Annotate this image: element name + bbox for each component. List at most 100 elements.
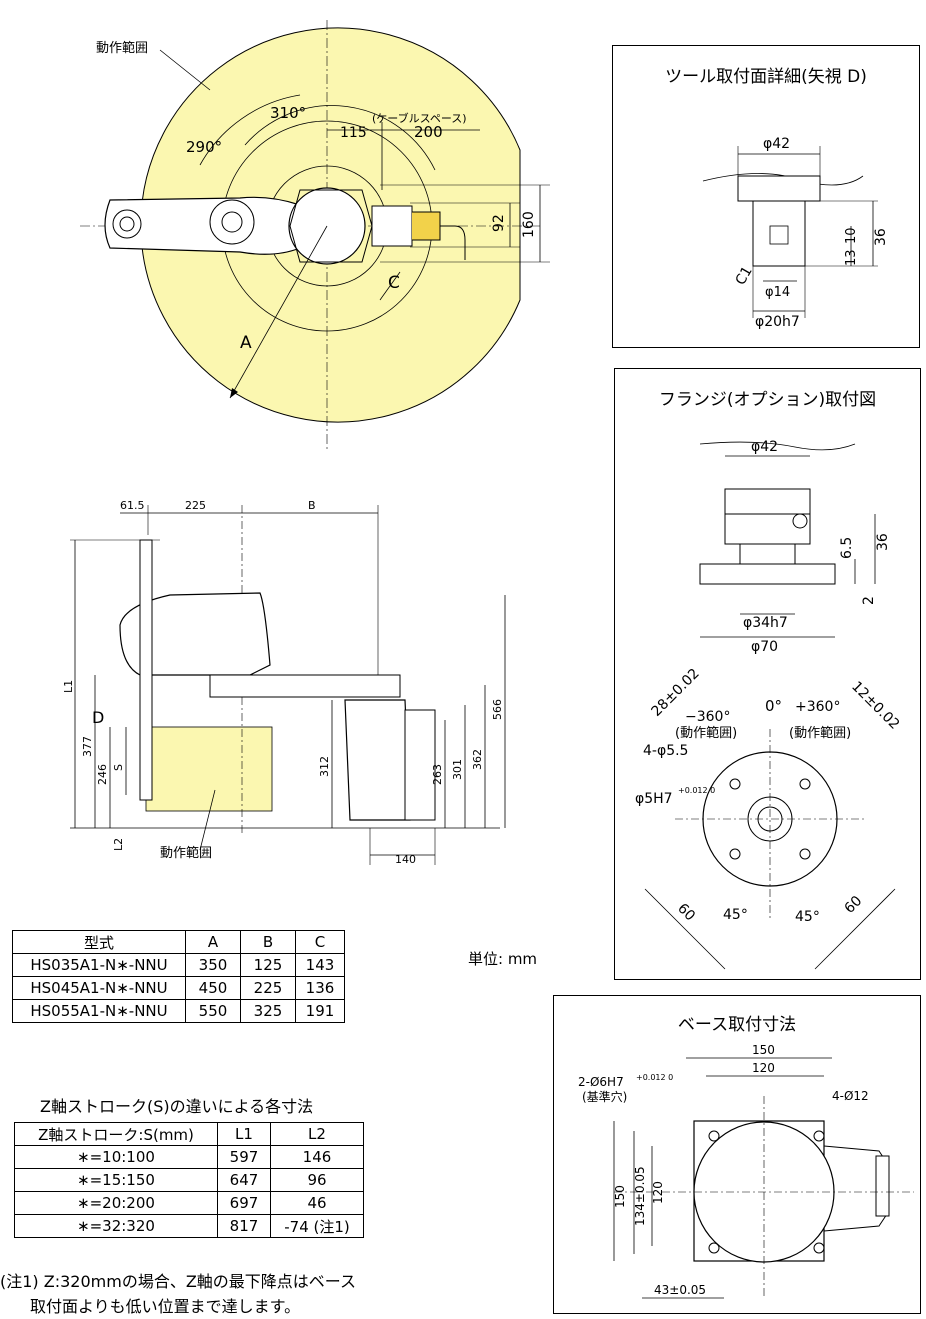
dim-377: 377 (81, 736, 94, 757)
base-detail-title: ベース取付寸法 (677, 1015, 797, 1035)
flange-phi42: φ42 (751, 439, 778, 455)
table-row: ∗=15:150 647 96 (14, 1168, 364, 1192)
stroke-cell: -74 (注1) (270, 1214, 364, 1238)
stroke-cell: 96 (270, 1168, 364, 1192)
tool-dim-36: 36 (873, 228, 889, 246)
model-cell: 136 (295, 976, 345, 1000)
tool-phi20h7: φ20h7 (755, 314, 800, 330)
base-dim-43: 43±0.05 (654, 1283, 706, 1297)
robot-base-side (344, 699, 411, 821)
model-cell: HS055A1-N∗-NNU (12, 999, 186, 1023)
cable-space-label: (ケーブルスペース) (372, 111, 467, 125)
stroke-header-cell: Z軸ストローク:S(mm) (14, 1122, 218, 1146)
flange-45-left: 45° (723, 907, 748, 923)
flange-minus360: −360° (685, 709, 730, 725)
stroke-header-cell: L1 (217, 1122, 271, 1146)
stroke-cell: ∗=20:200 (14, 1191, 218, 1215)
dim-263: 263 (431, 764, 444, 785)
note-line-1: (注1) Z:320mmの場合、Z軸の最下降点はベース (0, 1272, 356, 1291)
base-detail-drawing: 150 120 2-Ø6H7 +0.012 0 (基準穴) 4-Ø12 150 … (578, 1043, 914, 1299)
flange-dim-60-left: 60 (674, 901, 698, 925)
dim-160-label: 160 (521, 211, 537, 238)
flange-detail-panel: フランジ(オプション)取付図 φ42 6.5 36 2 φ34h7 φ70 28… (614, 368, 921, 980)
dim-301: 301 (451, 759, 464, 780)
model-header-cell: 型式 (12, 930, 186, 954)
dim-362: 362 (471, 749, 484, 770)
table-row: ∗=10:100 597 146 (14, 1145, 364, 1169)
dim-312: 312 (318, 756, 331, 777)
base-dim-120-left: 120 (651, 1181, 665, 1204)
model-cell: 191 (295, 999, 345, 1023)
base-ref-label: (基準穴) (582, 1089, 627, 1104)
base-dim-134: 134±0.05 (633, 1166, 647, 1226)
stroke-cell: ∗=15:150 (14, 1168, 218, 1192)
flange-phi5h7-tol: +0.012 0 (678, 786, 715, 795)
flange-dim-6-5: 6.5 (839, 537, 855, 559)
top-view-drawing: 動作範囲 310° 290° (ケーブルスペース) 115 200 92 160… (80, 20, 550, 450)
stroke-cell: 817 (217, 1214, 271, 1238)
flange-tol-12: 12±0.02 (848, 679, 902, 733)
flange-range-left: (動作範囲) (675, 726, 737, 741)
flange-detail-title: フランジ(オプション)取付図 (658, 390, 877, 410)
dim-566: 566 (491, 699, 504, 720)
base-ref-holes: 2-Ø6H7 (578, 1075, 624, 1089)
label-S: S (112, 764, 125, 771)
table-row: HS035A1-N∗-NNU 350 125 143 (12, 953, 345, 977)
base-ref-tol: +0.012 0 (636, 1073, 673, 1082)
model-cell: 450 (185, 976, 241, 1000)
table-row: ∗=32:320 817 -74 (注1) (14, 1214, 364, 1238)
stroke-cell: 46 (270, 1191, 364, 1215)
label-L1: L1 (62, 680, 75, 693)
model-table: 型式 A B C HS035A1-N∗-NNU 350 125 143 HS04… (12, 930, 345, 1023)
model-cell: 143 (295, 953, 345, 977)
flange-phi34h7: φ34h7 (743, 615, 788, 631)
flange-detail-drawing: φ42 6.5 36 2 φ34h7 φ70 28±0.02 12±0.02 −… (635, 439, 902, 970)
unit-label: 単位: mm (468, 950, 538, 968)
model-cell: 550 (185, 999, 241, 1023)
dim-92-label: 92 (491, 214, 507, 232)
label-B: B (308, 499, 316, 512)
z-range-area (145, 726, 273, 812)
model-header-cell: B (240, 930, 296, 954)
dim-61-5: 61.5 (120, 499, 145, 512)
tool-dim-10: 10 (844, 227, 859, 244)
base-dim-150-top: 150 (752, 1043, 775, 1057)
flange-range-right: (動作範囲) (789, 726, 851, 741)
stroke-cell: 647 (217, 1168, 271, 1192)
stroke-table-header: Z軸ストローク:S(mm) L1 L2 (14, 1122, 364, 1146)
table-row: HS055A1-N∗-NNU 550 325 191 (12, 999, 345, 1023)
flange-phi70: φ70 (751, 639, 778, 655)
tool-detail-panel: ツール取付面詳細(矢視 D) φ42 10 13 36 C1 φ14 φ20h7 (612, 45, 920, 348)
base-dim-120-top: 120 (752, 1061, 775, 1075)
tool-c1: C1 (733, 264, 756, 288)
dim-115-label: 115 (340, 125, 367, 141)
stroke-cell: 146 (270, 1145, 364, 1169)
flange-plus360: +360° (795, 699, 840, 715)
flange-zero: 0° (765, 697, 782, 715)
dim-246: 246 (96, 764, 109, 785)
base-detail-panel: ベース取付寸法 150 120 2-Ø6H7 +0.012 0 (基準穴) 4-… (553, 995, 921, 1314)
label-C: C (388, 273, 400, 293)
table-row: ∗=20:200 697 46 (14, 1191, 364, 1215)
table-row: HS045A1-N∗-NNU 450 225 136 (12, 976, 345, 1000)
note-line-2: 取付面よりも低い位置まで達します。 (30, 1297, 301, 1316)
side-view-drawing: 61.5 225 B L1 D 377 246 S L2 312 263 301… (62, 499, 506, 866)
model-cell: 325 (240, 999, 296, 1023)
flange-45-right: 45° (795, 909, 820, 925)
flange-phi5h7: φ5H7 (635, 791, 673, 807)
model-header-cell: C (295, 930, 345, 954)
model-cell: 350 (185, 953, 241, 977)
stroke-header-cell: L2 (270, 1122, 364, 1146)
model-cell: 125 (240, 953, 296, 977)
label-L2: L2 (112, 838, 125, 851)
flange-dim-36: 36 (875, 533, 891, 551)
stroke-table: Z軸ストローク:S(mm) L1 L2 ∗=10:100 597 146 ∗=1… (14, 1122, 364, 1238)
dim-140: 140 (395, 853, 416, 866)
stroke-table-title: Z軸ストローク(S)の違いによる各寸法 (40, 1097, 314, 1116)
model-cell: HS035A1-N∗-NNU (12, 953, 186, 977)
base-holes-12: 4-Ø12 (832, 1089, 869, 1103)
tool-phi42: φ42 (763, 136, 790, 152)
model-cell: 225 (240, 976, 296, 1000)
dim-200-label: 200 (414, 123, 443, 141)
flange-dim-2: 2 (861, 596, 877, 605)
